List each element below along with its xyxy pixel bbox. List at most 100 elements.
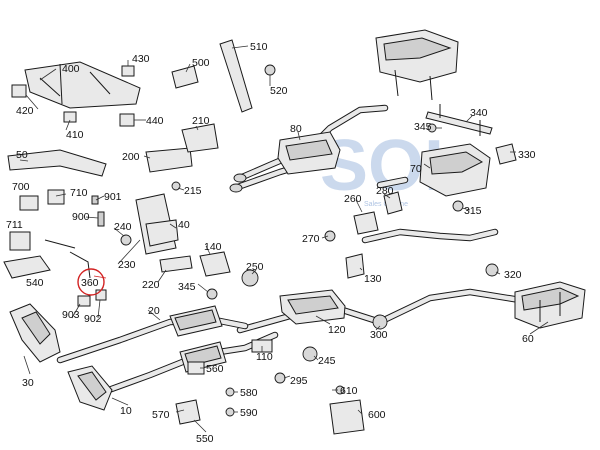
bracket-50: [7, 149, 107, 177]
part-label[interactable]: 711: [6, 219, 23, 231]
bolt-215: [171, 181, 181, 191]
part-label[interactable]: 240: [114, 221, 132, 233]
clip-902: [95, 289, 107, 301]
sensor-900: [97, 211, 105, 227]
part-label[interactable]: 540: [26, 277, 44, 289]
bolt-345-lower: [206, 288, 218, 300]
part-label[interactable]: 50: [16, 149, 28, 161]
part-label[interactable]: 300: [370, 329, 388, 341]
part-label[interactable]: 250: [246, 261, 264, 273]
part-label[interactable]: 345: [178, 281, 196, 293]
part-label[interactable]: 902: [84, 313, 102, 325]
part-label[interactable]: 280: [376, 185, 394, 197]
part-label[interactable]: 315: [464, 205, 482, 217]
part-label[interactable]: 410: [66, 129, 84, 141]
bolt-580: [225, 387, 235, 397]
part-label[interactable]: 580: [240, 387, 258, 399]
part-label[interactable]: 140: [204, 241, 222, 253]
sensor-901: [91, 195, 99, 205]
bracket-140: [199, 251, 231, 277]
part-label[interactable]: 610: [340, 385, 358, 397]
leader-lines: [19, 45, 549, 433]
clamp-250: [241, 269, 259, 287]
bracket-500: [171, 65, 199, 89]
part-label[interactable]: 260: [344, 193, 362, 205]
clamp-430: [121, 65, 135, 77]
rear-muffler: [514, 281, 586, 329]
part-label[interactable]: 330: [518, 149, 536, 161]
part-label[interactable]: 550: [196, 433, 214, 445]
part-label[interactable]: 900: [72, 211, 90, 223]
rubber-mount-700: [19, 195, 39, 211]
hanger-510: [219, 39, 253, 113]
clip-903: [77, 295, 91, 307]
part-label[interactable]: 70: [410, 163, 422, 175]
clamp-410: [63, 111, 77, 123]
part-label[interactable]: 440: [146, 115, 164, 127]
inset-muffler-left: [229, 131, 341, 193]
part-label[interactable]: 60: [522, 333, 534, 345]
part-label[interactable]: 420: [16, 105, 34, 117]
bracket-assembly-400: [24, 61, 141, 109]
part-label[interactable]: 320: [504, 269, 522, 281]
part-label[interactable]: 600: [368, 409, 386, 421]
part-label[interactable]: 30: [22, 377, 34, 389]
part-label[interactable]: 520: [270, 85, 288, 97]
part-label[interactable]: 510: [250, 41, 268, 53]
part-label[interactable]: 903: [62, 309, 80, 321]
part-label[interactable]: 130: [364, 273, 382, 285]
part-label[interactable]: 710: [70, 187, 88, 199]
mount-130: [345, 253, 365, 279]
part-label[interactable]: 560: [206, 363, 224, 375]
washer-295: [274, 372, 286, 384]
part-label[interactable]: 430: [132, 53, 150, 65]
part-label[interactable]: 10: [120, 405, 132, 417]
bracket-40: [145, 219, 179, 247]
part-label[interactable]: 590: [240, 407, 258, 419]
highlight-ring: [77, 268, 105, 296]
bolt-590: [225, 407, 235, 417]
rubber-mount-711: [9, 231, 31, 251]
part-label-highlighted[interactable]: 360: [81, 277, 99, 289]
bolt-520: [264, 64, 276, 76]
part-label[interactable]: 110: [256, 351, 273, 363]
part-labels: 10 20 30 40 50 60 70 80 110 120 130 140 …: [6, 41, 536, 445]
part-label[interactable]: 210: [192, 115, 210, 127]
part-label[interactable]: 200: [122, 151, 140, 163]
part-label[interactable]: 120: [328, 324, 346, 336]
bracket-210: [181, 123, 219, 153]
bracket-570: [175, 399, 201, 425]
part-label[interactable]: 230: [118, 259, 136, 271]
manifold-catalyst-front: [9, 303, 61, 363]
part-label[interactable]: 215: [184, 185, 202, 197]
catalysts-and-mufflers: [9, 29, 586, 411]
part-label[interactable]: 400: [62, 63, 80, 75]
strap-220: [159, 255, 193, 273]
part-label[interactable]: 570: [152, 409, 170, 421]
part-label[interactable]: 220: [142, 279, 160, 291]
part-label[interactable]: 270: [302, 233, 320, 245]
small-components: [3, 39, 517, 435]
bolt-270: [324, 230, 336, 242]
part-label[interactable]: 295: [290, 375, 308, 387]
hanger-260: [353, 211, 379, 235]
hanger-330: [495, 143, 517, 165]
washer-240: [120, 234, 132, 246]
clamp-420: [11, 84, 27, 98]
part-label[interactable]: 500: [192, 57, 210, 69]
clamp-245: [302, 346, 318, 362]
hanger-280: [383, 191, 403, 215]
part-label[interactable]: 40: [178, 219, 190, 231]
part-label[interactable]: 80: [290, 123, 302, 135]
part-label[interactable]: 245: [318, 355, 336, 367]
oxygen-sensor-wires: [44, 239, 91, 279]
part-label[interactable]: 901: [104, 191, 122, 203]
part-label[interactable]: 340: [470, 107, 488, 119]
part-label[interactable]: 20: [148, 305, 160, 317]
bracket-200: [145, 147, 193, 173]
part-label[interactable]: 345: [414, 121, 432, 133]
clamp-300: [372, 314, 388, 330]
inset-muffler-70: [419, 143, 491, 197]
part-label[interactable]: 700: [12, 181, 30, 193]
